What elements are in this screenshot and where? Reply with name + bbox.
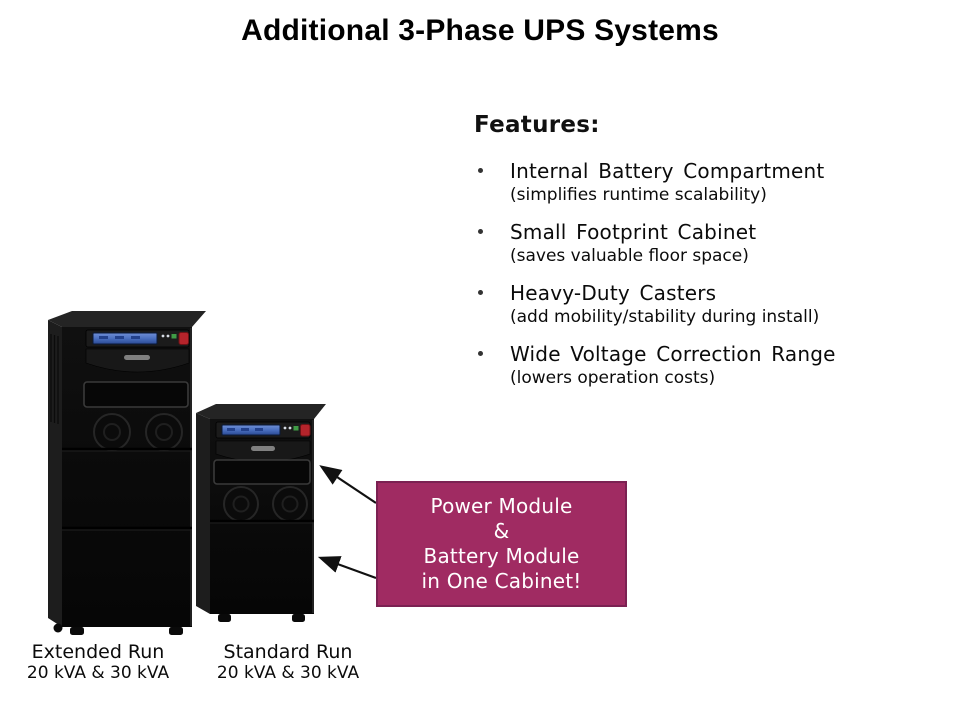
fan-vent <box>145 413 183 451</box>
feature-subtitle: (saves valuable floor space) <box>510 246 749 266</box>
status-led <box>283 426 287 430</box>
power-button <box>178 332 189 345</box>
bullet-icon <box>478 290 483 295</box>
vent-slot <box>213 459 311 485</box>
bullet-icon <box>478 168 483 173</box>
callout-line: Power Module <box>430 494 573 518</box>
feature-title: Internal Battery Compartment <box>510 159 825 183</box>
brand-logo <box>251 446 275 451</box>
features-heading: Features: <box>474 112 600 138</box>
callout-arrow-power-module <box>319 465 377 504</box>
callout-box: Power Module & Battery Module in One Cab… <box>376 481 627 607</box>
feature-title: Small Footprint Cabinet <box>510 220 757 244</box>
feature-item: Heavy-Duty Casters (add mobility/stabili… <box>474 280 934 328</box>
fan-vent <box>93 413 131 451</box>
feature-item: Small Footprint Cabinet (saves valuable … <box>474 219 934 267</box>
caster-foot <box>218 614 231 622</box>
bullet-icon <box>478 351 483 356</box>
feature-item: Wide Voltage Correction Range (lowers op… <box>474 341 934 389</box>
caster-foot <box>292 614 305 622</box>
fan-vent <box>223 486 259 522</box>
caster-foot <box>169 627 183 635</box>
page-title: Additional 3-Phase UPS Systems <box>241 14 719 47</box>
caster-foot <box>70 627 84 635</box>
callout-line: in One Cabinet! <box>421 569 582 593</box>
status-led <box>166 334 170 338</box>
product-name: Extended Run <box>31 641 165 663</box>
lcd-display <box>221 424 281 436</box>
status-led <box>288 426 292 430</box>
product-label-standard-run: Standard Run 20 kVA & 30 kVA <box>198 641 378 683</box>
brand-logo <box>124 355 150 360</box>
feature-subtitle: (lowers operation costs) <box>510 368 716 388</box>
ups-tower-standard-image <box>196 404 326 622</box>
product-capacity: 20 kVA & 30 kVA <box>26 663 170 683</box>
power-button <box>300 424 311 437</box>
product-capacity: 20 kVA & 30 kVA <box>216 663 360 683</box>
features-section: Features: Internal Battery Compartment (… <box>474 112 934 402</box>
online-led <box>171 334 177 339</box>
online-led <box>293 426 299 431</box>
bullet-icon <box>478 229 483 234</box>
callout-arrow-battery-module <box>317 556 377 580</box>
product-label-extended-run: Extended Run 20 kVA & 30 kVA <box>8 641 188 683</box>
feature-title: Wide Voltage Correction Range <box>510 342 836 366</box>
feature-title: Heavy-Duty Casters <box>510 281 717 305</box>
ups-tower-extended-image <box>48 311 206 635</box>
feature-subtitle: (add mobility/stability during install) <box>510 307 820 327</box>
callout-line: & <box>493 519 510 543</box>
product-name: Standard Run <box>223 641 353 663</box>
status-led <box>161 334 165 338</box>
ups-towers-graphic <box>48 311 377 635</box>
lcd-display <box>92 332 158 345</box>
feature-item: Internal Battery Compartment (simplifies… <box>474 158 934 206</box>
callout-line: Battery Module <box>423 544 580 568</box>
feature-subtitle: (simplifies runtime scalability) <box>510 185 767 205</box>
fan-vent <box>272 486 308 522</box>
vent-slot <box>83 381 189 408</box>
